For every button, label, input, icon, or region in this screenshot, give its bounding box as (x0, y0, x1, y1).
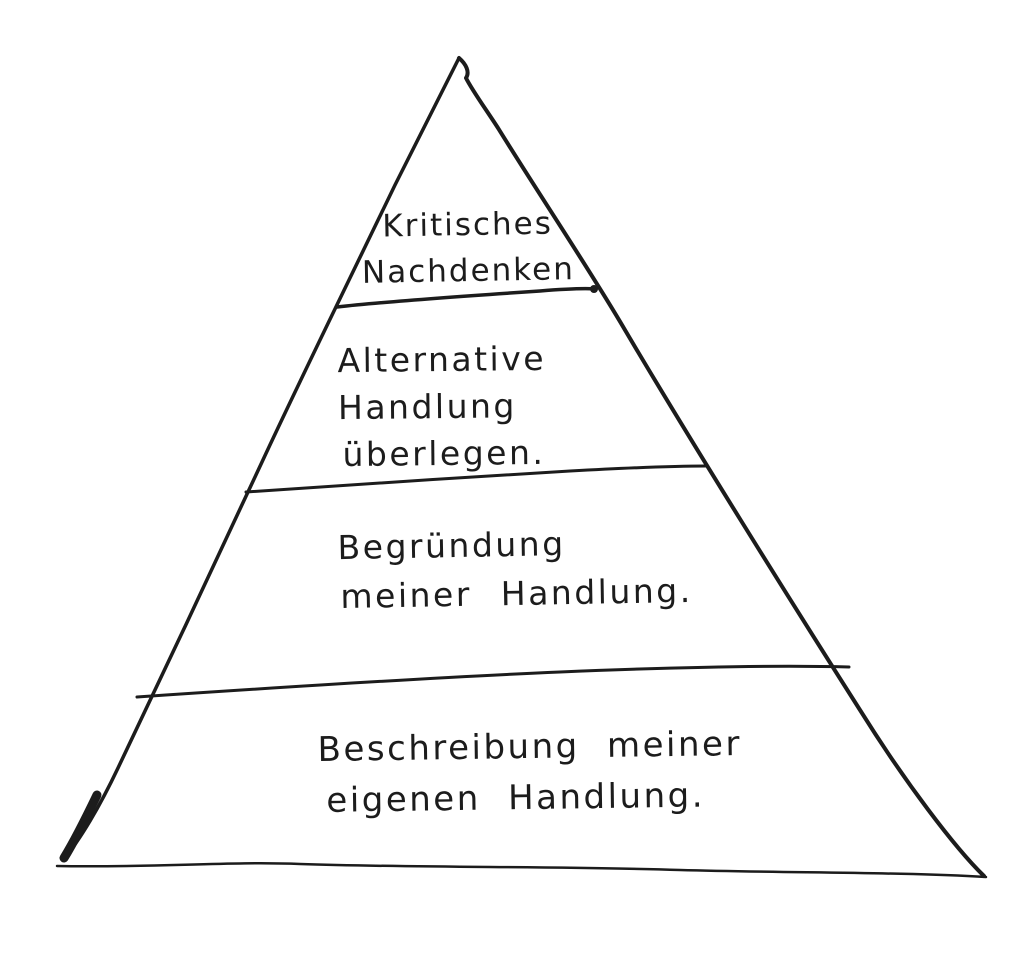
pyramid-level-2-label: Alternative Handlung überlegen. (337, 335, 547, 478)
level-2-text-line-2: Handlung (337, 386, 518, 428)
pyramid-left-edge (61, 56, 461, 862)
divider-line-1 (335, 286, 598, 309)
level-4-text-line-1: Beschreibung meiner (317, 724, 743, 770)
divider-line-2 (244, 464, 708, 494)
pyramid-level-3-label: Begründung meiner Handlung. (337, 517, 693, 621)
pyramid-base-line (55, 861, 988, 879)
divider-1-ink-blob (590, 285, 598, 293)
level-2-text-line-3: überlegen. (342, 432, 546, 475)
level-2-text-line-1: Alternative (337, 338, 547, 381)
level-3-text-line-1: Begründung (337, 524, 566, 568)
level-1-text-line-2: Nachdenken (361, 251, 576, 291)
level-1-text-line-1: Kritisches (382, 205, 554, 245)
left-edge-emphasis-stroke (59, 790, 102, 863)
pyramid-level-1-label: Kritisches Nachdenken (347, 200, 589, 296)
pyramid-level-4-label: Beschreibung meiner eigenen Handlung. (317, 719, 743, 827)
level-4-text-line-2: eigenen Handlung. (326, 775, 706, 821)
level-3-text-line-2: meiner Handlung. (340, 570, 693, 617)
pyramid-right-edge (457, 56, 986, 878)
divider-line-3 (135, 664, 851, 699)
